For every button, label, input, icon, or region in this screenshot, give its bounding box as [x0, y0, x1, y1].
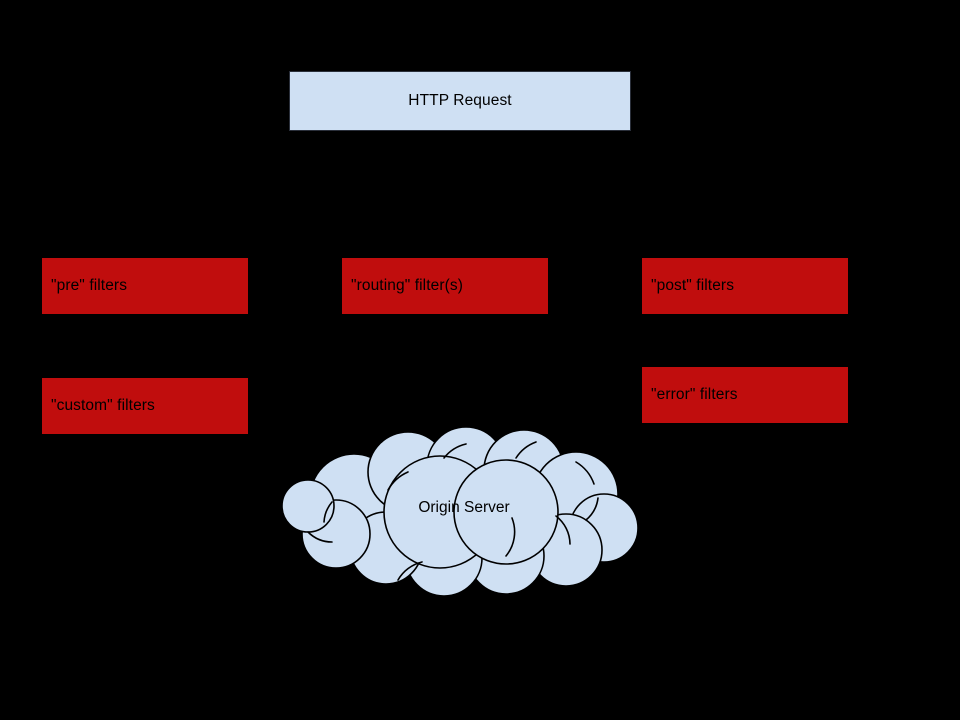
node-post-filters[interactable]: "post" filters [641, 257, 849, 315]
connector-pre-to-custom [144, 315, 146, 377]
node-http-request-label: HTTP Request [408, 91, 512, 109]
connector-routing-to-post [549, 285, 641, 287]
node-pre-filters[interactable]: "pre" filters [41, 257, 249, 315]
node-routing-filters[interactable]: "routing" filter(s) [341, 257, 549, 315]
node-error-filters[interactable]: "error" filters [641, 366, 849, 424]
cloud-shape [281, 426, 639, 597]
node-post-filters-label: "post" filters [651, 276, 735, 294]
node-custom-filters[interactable]: "custom" filters [41, 377, 249, 435]
connector-post-to-error [744, 315, 746, 366]
node-routing-filters-label: "routing" filter(s) [351, 276, 463, 294]
node-origin-server[interactable]: Origin Server [280, 426, 644, 597]
node-pre-filters-label: "pre" filters [51, 276, 128, 294]
node-http-request[interactable]: HTTP Request [289, 71, 631, 131]
connector-routing-to-origin [459, 315, 461, 455]
connector-http-to-routing [459, 131, 461, 257]
connector-routing-to-pre [249, 285, 341, 287]
node-custom-filters-label: "custom" filters [51, 396, 155, 414]
node-error-filters-label: "error" filters [651, 385, 738, 403]
